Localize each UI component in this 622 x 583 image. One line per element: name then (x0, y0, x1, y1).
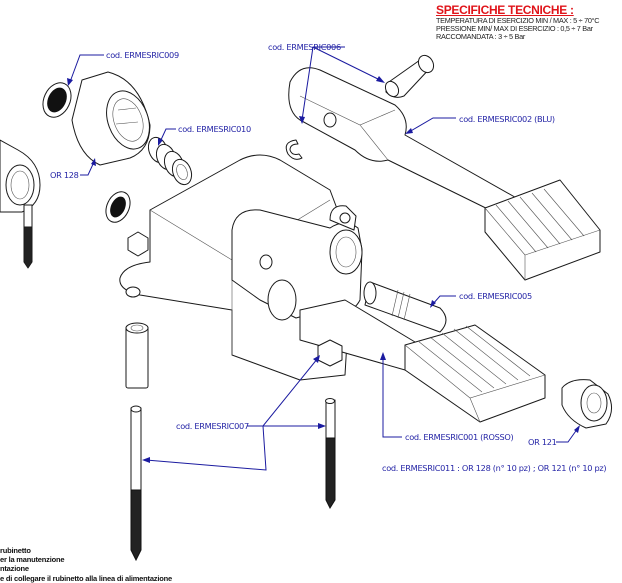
label-cod001: cod. ERMESRIC001 (ROSSO) (405, 432, 514, 442)
retaining-clip (285, 139, 303, 160)
spec-pressure: PRESSIONE MIN/ MAX DI ESERCIZIO : 0,5 ÷ … (436, 24, 593, 33)
note-line-2: er la manutenzione (0, 555, 65, 564)
upper-housing (231, 205, 363, 321)
screw-right-007 (325, 398, 336, 510)
cap-or-121 (561, 379, 612, 429)
screw-left-007 (130, 405, 142, 562)
lever-002-blue (288, 67, 601, 281)
specs-title: SPECIFICHE TECNICHE : (436, 3, 574, 17)
label-cod005: cod. ERMESRIC005 (459, 291, 532, 301)
note-line-3: ntazione (0, 564, 29, 573)
bolt-head-007 (317, 339, 343, 367)
spec-temperature: TEMPERATURA DI ESERCIZIO MIN / MAX : 5 ÷… (436, 16, 600, 25)
label-cod010: cod. ERMESRIC010 (178, 124, 251, 134)
label-cod007: cod. ERMESRIC007 (176, 421, 249, 431)
plunger-005 (363, 281, 447, 333)
left-valve-body (0, 139, 41, 269)
spring-010 (147, 136, 193, 186)
filter-disc-009 (42, 82, 72, 118)
spacer-sleeve (125, 322, 149, 389)
label-cod011: cod. ERMESRIC011 : OR 128 (n° 10 pz) ; O… (382, 463, 606, 473)
note-line-1: rubinetto (0, 546, 31, 555)
connector-nut (71, 71, 151, 166)
filter-disc-lower (105, 191, 131, 223)
note-line-4: e di collegare il rubinetto alla linea d… (0, 574, 172, 583)
label-cod009: cod. ERMESRIC009 (106, 50, 179, 60)
label-cod002: cod. ERMESRIC002 (BLU) (459, 114, 555, 124)
label-cod006: cod. ERMESRIC006 (268, 42, 341, 52)
leader-lines (67, 46, 580, 471)
pin-006 (384, 54, 435, 98)
spec-recommended: RACCOMANDATA : 3 ÷ 5 Bar (436, 32, 525, 41)
label-or128: OR 128 (50, 170, 79, 180)
label-or121: OR 121 (528, 437, 557, 447)
